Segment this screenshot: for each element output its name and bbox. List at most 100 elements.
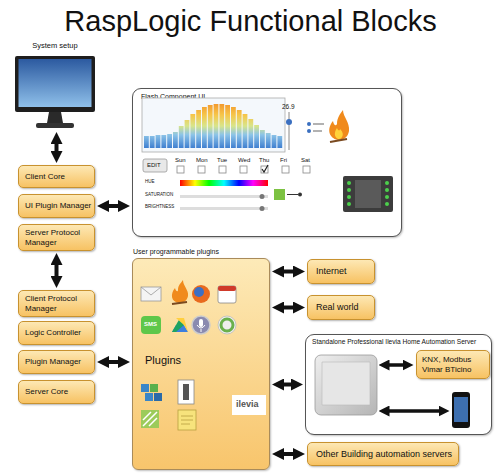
fire-log (330, 139, 347, 142)
double-arrow (103, 204, 124, 208)
box-label: Other Building automation servers (308, 449, 454, 459)
chart-bar (219, 104, 224, 148)
edit-button (143, 159, 167, 172)
tiny-text-line (313, 130, 322, 132)
calendar-icon (218, 286, 236, 303)
sensor-stripes (143, 412, 157, 426)
chart-bar (266, 133, 271, 148)
ui-panel: Flash Component UI (132, 88, 402, 237)
color-wheel-ring (221, 319, 233, 331)
chart-bar (150, 136, 155, 148)
io-led (347, 202, 351, 206)
tiny-text-line (313, 123, 324, 125)
sensor-icon (141, 410, 159, 428)
status-dot (307, 122, 311, 126)
monitor-screen (19, 59, 92, 107)
fire-plugin-icon (172, 280, 188, 303)
fire-core (335, 128, 343, 139)
double-arrow (103, 360, 124, 364)
server-face (322, 362, 370, 405)
double-arrow (55, 138, 59, 157)
io-led (385, 181, 389, 185)
box-label: KNX, Modbus Vimar BTicino (417, 355, 489, 373)
panel-heading: System setup (12, 40, 98, 50)
chart-bar (161, 135, 166, 148)
chart-bar (185, 120, 190, 148)
process-box: Client Core (18, 165, 95, 188)
slider-knob (260, 206, 265, 211)
chart-bar (173, 132, 178, 148)
chart-bar (237, 110, 242, 148)
day-checkbox (303, 166, 310, 173)
box-label: Internet (308, 266, 349, 276)
monitor-base (36, 123, 74, 128)
server-device (315, 355, 377, 415)
diagram-title: RaspLogic Functional Blocks (0, 7, 501, 36)
mail-icon (141, 287, 161, 301)
slider-track (289, 112, 290, 150)
box-label: Server Protocol Manager (19, 228, 94, 246)
calendar-band (218, 286, 236, 291)
drive-icon-green (172, 318, 184, 332)
check-mark (262, 165, 268, 172)
tiles-icon (141, 384, 149, 392)
chart-bar (243, 114, 248, 148)
box-label: UI Plugin Manager (19, 201, 93, 210)
box-label: Plugin Manager (19, 357, 83, 366)
io-led (385, 188, 389, 192)
chart-bar (231, 107, 236, 148)
io-module-face (355, 180, 381, 208)
chart-bar (214, 104, 219, 148)
slider-line (287, 194, 298, 195)
chart-bar (260, 130, 265, 148)
slider-knob (260, 194, 265, 199)
chart-bar (196, 110, 201, 148)
double-arrow (55, 259, 59, 282)
io-led (347, 181, 351, 185)
brightness-bar (180, 207, 268, 210)
target-box: Other Building automation servers (307, 442, 459, 466)
tiles-icon (150, 384, 158, 392)
mic-stand (197, 325, 205, 332)
plugins-panel: User programmable pluginsPlugins (132, 258, 270, 470)
slider-dot (298, 193, 302, 197)
double-arrow (278, 306, 299, 310)
double-arrow (278, 270, 299, 274)
day-checkbox (177, 166, 184, 173)
process-box: Logic Controller (18, 321, 95, 345)
chart-bar (144, 136, 149, 148)
monitor-neck (47, 112, 63, 123)
double-arrow (384, 409, 444, 413)
color-swatch (274, 189, 285, 200)
process-box: UI Plugin Manager (18, 194, 95, 218)
monitor-node: System setup (12, 40, 98, 130)
box-label: Logic Controller (19, 328, 83, 337)
double-arrow (384, 363, 408, 367)
slider-knob (286, 119, 292, 125)
panel-heading: Standalone Professional Ilevia Home Auto… (312, 339, 476, 346)
process-box: Client Protocol Manager (18, 290, 95, 317)
fire-icon (329, 110, 349, 140)
switch-lever (183, 384, 189, 400)
io-led (347, 195, 351, 199)
chart-bar (225, 105, 230, 148)
chart-frame (142, 98, 285, 152)
chart-bar (248, 119, 253, 148)
drive-icon-yellow (176, 318, 188, 332)
voice-icon (192, 316, 210, 334)
sms-icon (141, 316, 161, 334)
tiles-icon (154, 393, 162, 401)
color-wheel-icon (218, 316, 236, 334)
hue-bar (180, 180, 268, 186)
chart-bar (208, 105, 213, 148)
phone (452, 392, 470, 428)
panel-heading: User programmable plugins (133, 248, 219, 255)
chart-bar (167, 134, 172, 148)
tiles-icon (145, 393, 153, 401)
protocol-box: KNX, Modbus Vimar BTicino (416, 350, 490, 379)
chart-bar (156, 135, 161, 148)
chart-bar (179, 126, 184, 148)
box-label: Client Protocol Manager (19, 294, 94, 312)
fire-log (172, 302, 187, 304)
